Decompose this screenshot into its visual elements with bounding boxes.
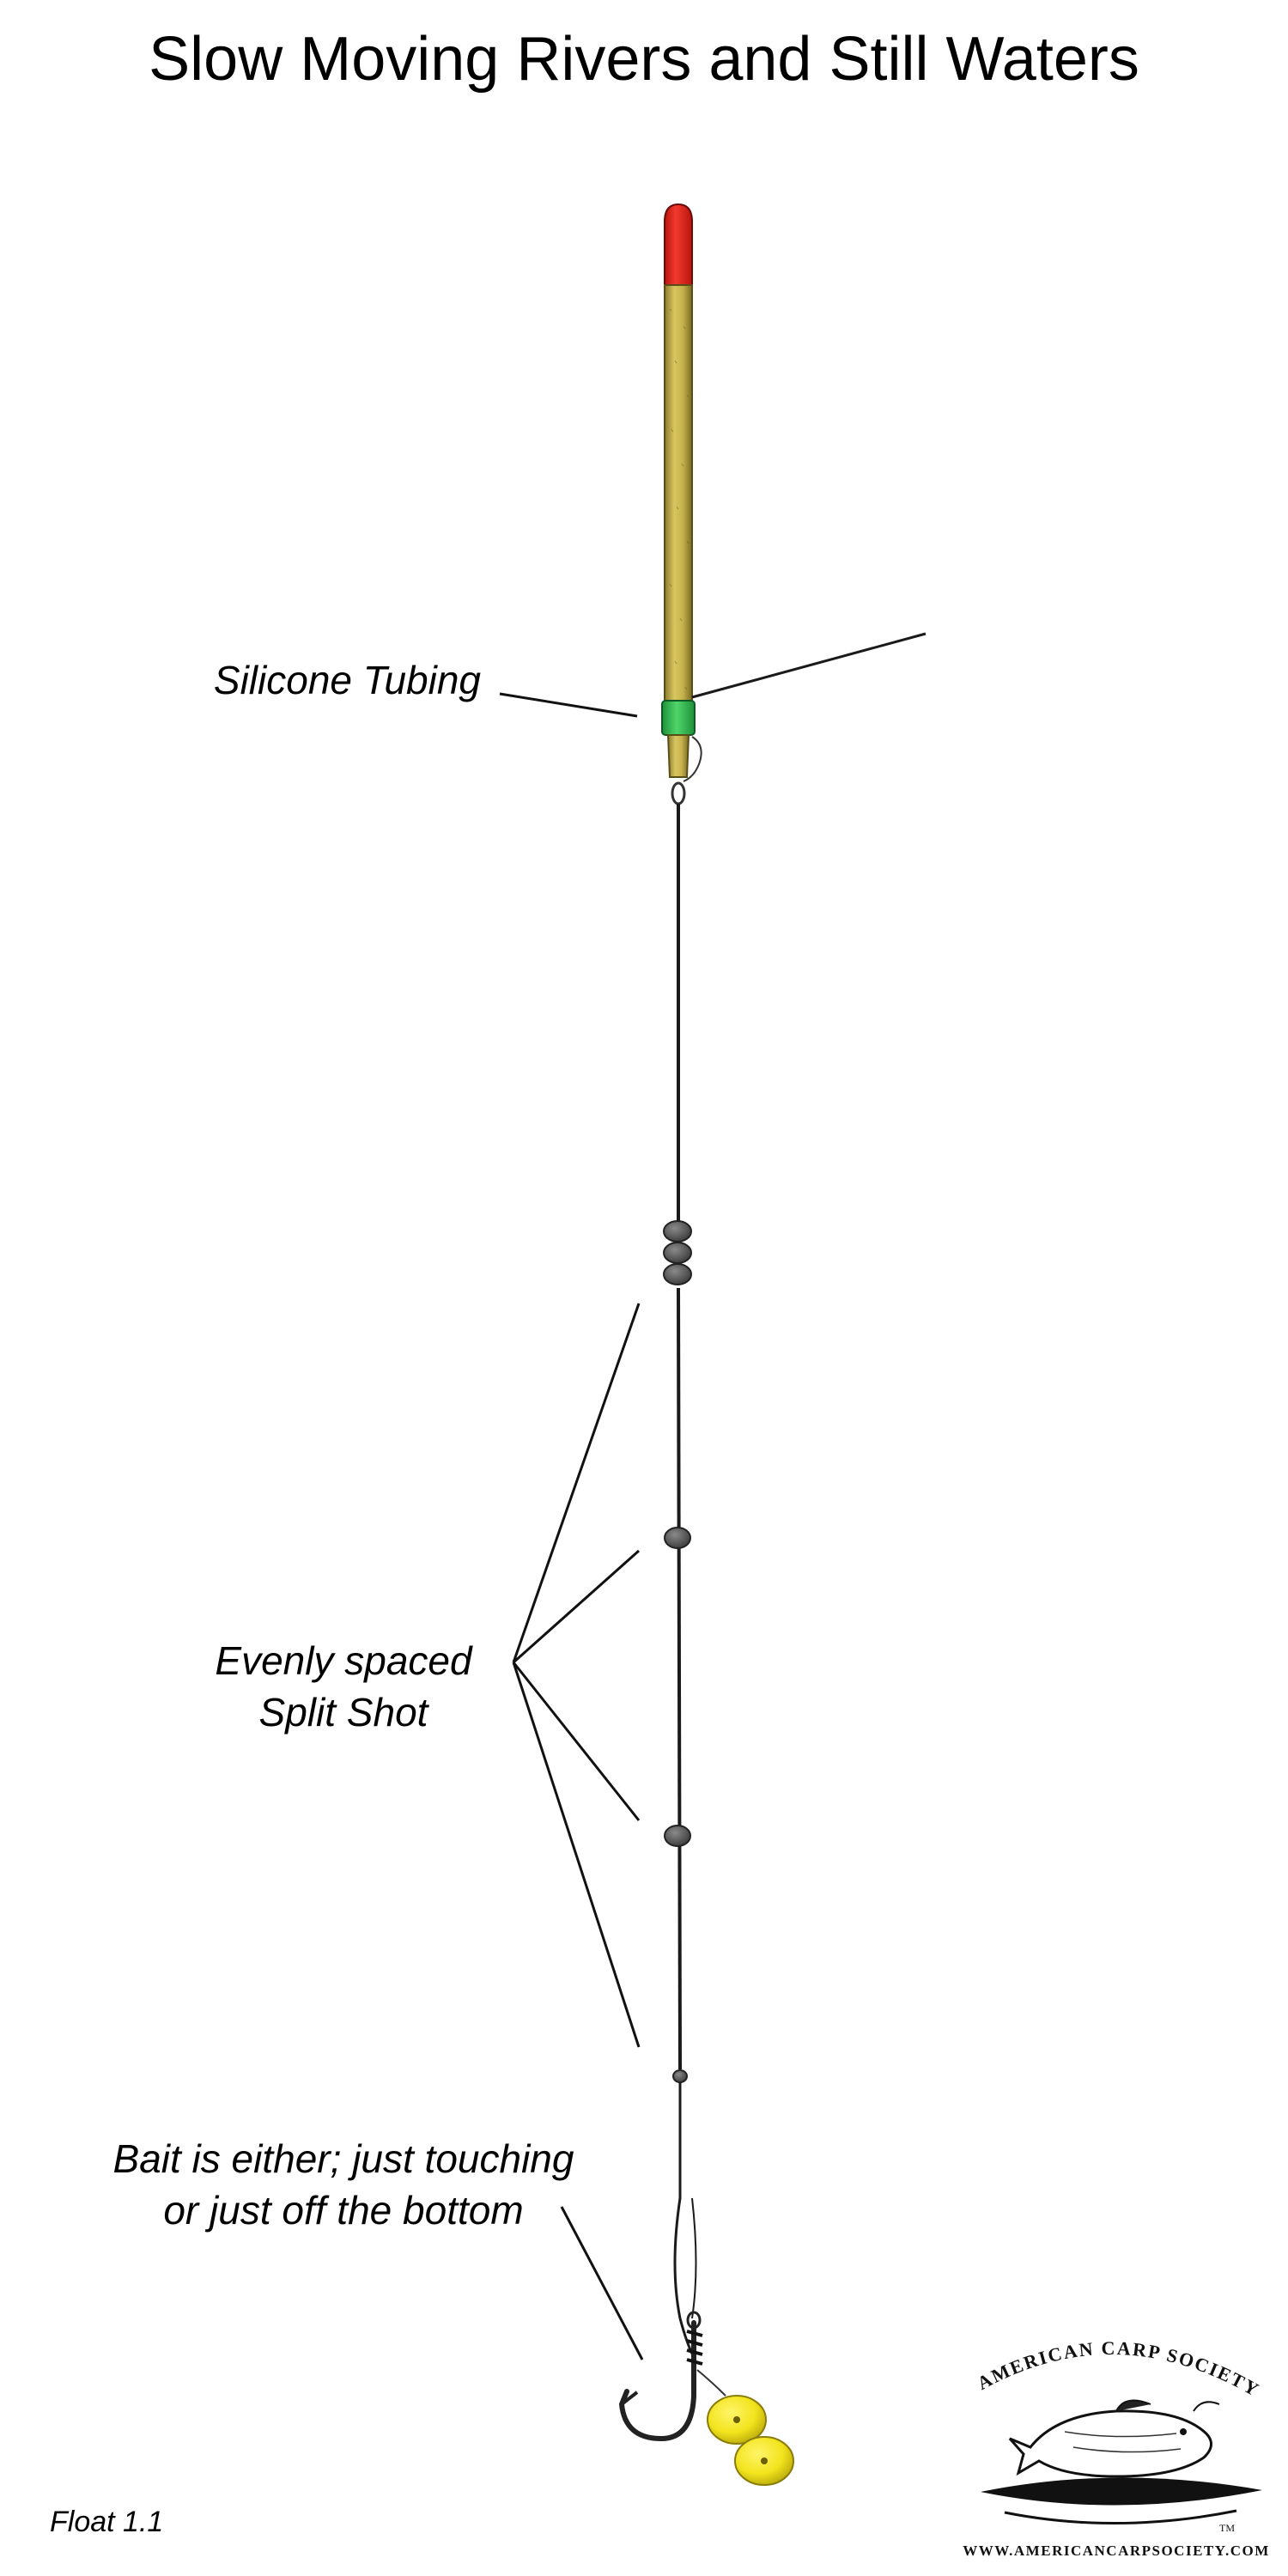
leader-shot-2 (513, 1549, 640, 1664)
carp-icon (1008, 2409, 1212, 2478)
leader-shot-4 (512, 1662, 641, 2048)
hair (696, 2369, 726, 2397)
logo-name: AMERICAN CARP SOCIETY (974, 2337, 1262, 2401)
float-line-loop (683, 736, 702, 782)
leader-lines (499, 692, 644, 2360)
leader-silicone (499, 692, 638, 718)
hook-length-loop (673, 2082, 696, 2358)
label-bait-line2: or just off the bottom (163, 2188, 524, 2233)
american-carp-society-logo: AMERICAN CARP SOCIETY TM WWW.AMERICANCAR… (963, 2337, 1270, 2559)
float-body-texture (669, 308, 690, 690)
leader-bait (560, 2206, 644, 2360)
split-shot (663, 1242, 692, 1264)
hook-knot (686, 2330, 703, 2366)
split-shot (664, 1825, 691, 1847)
water-swoosh (981, 2477, 1262, 2506)
main-line-upper (691, 632, 927, 699)
float-stem (666, 734, 690, 778)
float-tip (664, 203, 693, 288)
hook-point (620, 2391, 639, 2406)
figure-caption: Float 1.1 (50, 2506, 164, 2538)
hook-eye (686, 2311, 702, 2330)
logo-trademark: TM (1219, 2522, 1235, 2534)
hook (618, 2311, 703, 2442)
split-shot (663, 1220, 692, 1242)
split-shot (664, 1527, 691, 1549)
split-shot-small (672, 2069, 688, 2083)
hook-shank (618, 2320, 696, 2442)
logo-url: WWW.AMERICANCARPSOCIETY.COM (963, 2543, 1270, 2559)
hook-length-line (677, 1287, 682, 2070)
label-silicone-tubing: Silicone Tubing (213, 658, 481, 702)
split-shot (663, 1263, 692, 1285)
float (661, 203, 702, 805)
leader-shot-3 (512, 1662, 641, 1821)
label-split-shot-line2: Split Shot (258, 1690, 428, 1735)
float-eye (671, 781, 686, 805)
page-title: Slow Moving Rivers and Still Waters (149, 25, 1139, 94)
float-body (664, 284, 693, 702)
hook-length-loop-2 (691, 2197, 697, 2319)
bulk-shot-group (663, 1220, 692, 1285)
leader-shot-1 (512, 1303, 641, 1663)
silicone-tubing (661, 700, 696, 736)
bait (707, 2395, 794, 2486)
label-split-shot-line1: Evenly spaced (215, 1638, 472, 1683)
svg-text:AMERICAN CARP SOCIETY: AMERICAN CARP SOCIETY (974, 2337, 1264, 2401)
label-bait-line1: Bait is either; just touching (112, 2136, 574, 2181)
